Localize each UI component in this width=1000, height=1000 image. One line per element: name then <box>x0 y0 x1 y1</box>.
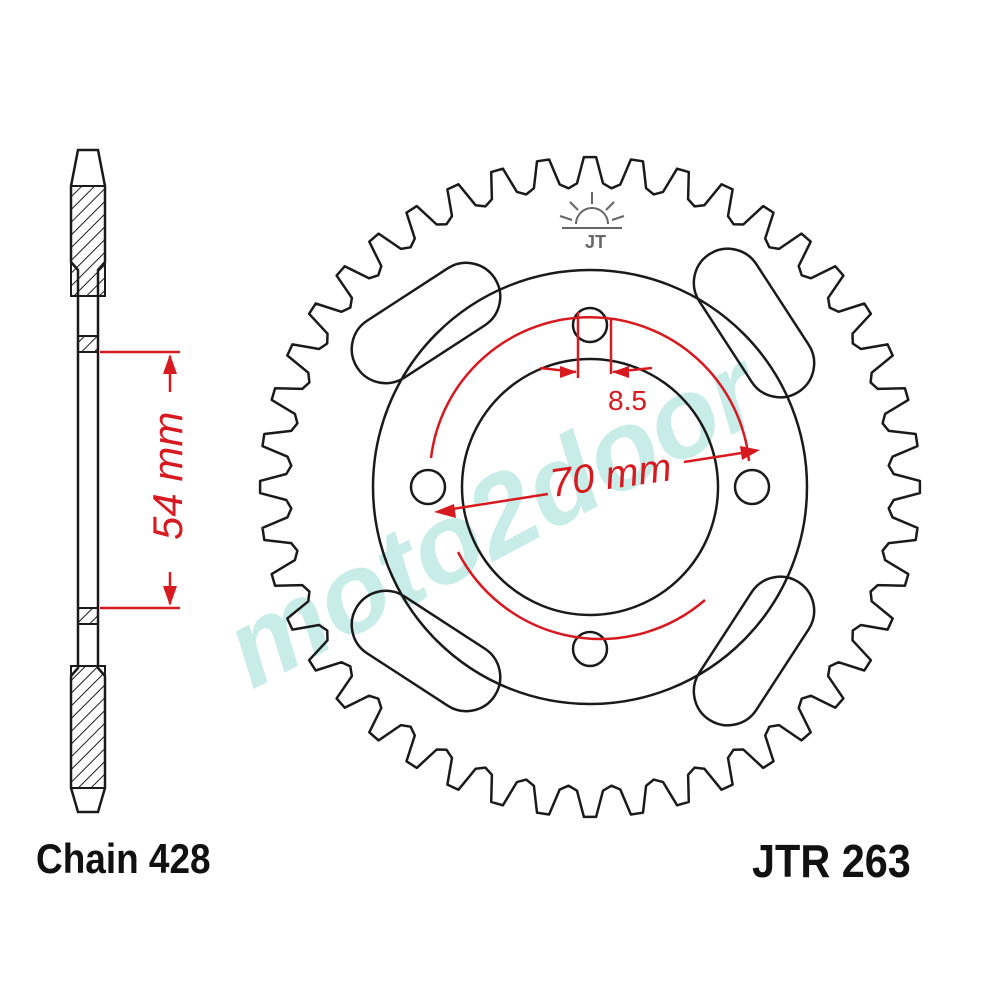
pcd-arrow-left <box>434 504 456 518</box>
logo-ray <box>605 201 615 211</box>
logo-sun-arc <box>575 207 609 225</box>
logo-ray <box>611 215 625 221</box>
dim-arrow-down <box>163 586 177 606</box>
bolt-hole-label: 8.5 <box>608 385 647 416</box>
lightening-slots <box>350 247 816 727</box>
logo-ray <box>559 215 573 221</box>
pcd-arc-lower <box>456 551 706 641</box>
bolt-hole <box>571 306 609 344</box>
pcd-arrow-right <box>740 446 760 460</box>
sprocket-side-profile <box>69 148 107 814</box>
chain-size-label: Chain 428 <box>36 835 211 882</box>
pcd-arc-upper <box>429 316 751 462</box>
side-profile-lower-hub-hatch <box>77 607 99 625</box>
hub-height-dimension: 54 mm <box>100 350 191 610</box>
sprocket-front-view <box>258 155 922 819</box>
bolt-hole-dimension: 8.5 <box>539 312 653 416</box>
lightening-slot <box>692 575 816 727</box>
bolt-holes <box>409 306 771 668</box>
dim-arrow-up <box>163 354 177 374</box>
lightening-slot <box>350 589 502 713</box>
pcd-line-left <box>445 492 549 512</box>
jt-sun-logo-icon: JT <box>559 192 625 252</box>
lightening-slot <box>350 261 502 385</box>
bolt-hole <box>409 468 447 506</box>
hub-outer-circle <box>371 268 809 706</box>
bolt-hole <box>571 630 609 668</box>
watermark-text: moto2door <box>205 324 785 711</box>
bolt-hole <box>733 468 771 506</box>
pcd-line-right <box>683 450 749 464</box>
side-profile-upper-hub-hatch <box>77 335 99 353</box>
part-number-label: JTR 263 <box>752 835 911 887</box>
sprocket-teeth-outline <box>258 155 922 819</box>
bolt-arrow-right <box>612 366 629 378</box>
hub-height-label: 54 mm <box>144 412 191 540</box>
logo-mark: JT <box>585 232 606 252</box>
center-bore <box>460 357 720 617</box>
side-profile-top-hatch <box>70 185 106 297</box>
bolt-arrow-left <box>560 366 577 378</box>
side-profile-bottom-hatch <box>70 665 106 789</box>
lightening-slot <box>692 247 816 399</box>
logo-ray <box>569 201 579 211</box>
